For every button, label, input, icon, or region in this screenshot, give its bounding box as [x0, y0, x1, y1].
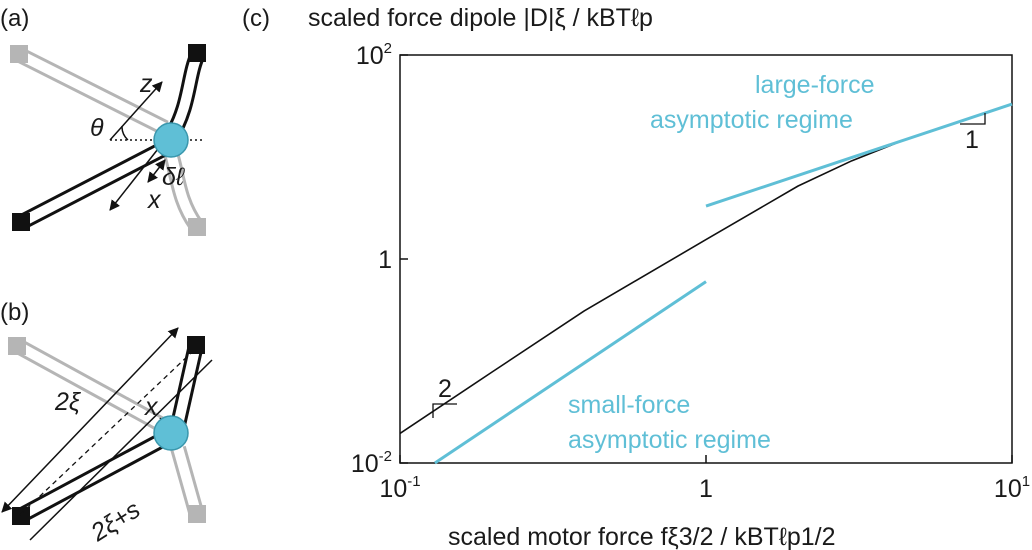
panel-b-label: (b): [0, 299, 29, 326]
x-tick-label-2: 101: [994, 473, 1030, 503]
slope-label-small: 2: [438, 375, 452, 403]
z-axis-arrow-a: [109, 81, 163, 141]
two-xi-plus-s-label: 2ξ+s: [85, 496, 145, 548]
series-exact-curve: [399, 103, 1013, 435]
theta-arc: [121, 125, 129, 141]
chart-title: scaled force dipole |D|ξ / kBTℓp: [308, 4, 653, 32]
x-label-a: x: [147, 186, 162, 214]
two-xi-arrow: [1, 327, 179, 513]
filament-a2: [165, 44, 206, 140]
x-tick-label-0: 10-1: [379, 473, 420, 503]
x-label-b: x: [144, 393, 159, 421]
slope-triangle-small: [432, 403, 457, 418]
motor-a: [153, 122, 189, 158]
motor-b: [153, 415, 189, 451]
two-xi-s-line: [29, 359, 213, 541]
ghost-filament-b2: [170, 445, 206, 523]
annotation-layer: large-force asymptotic regime small-forc…: [432, 71, 986, 454]
diagram-a: z x θ δℓ: [10, 44, 206, 236]
ticks-layer: 10-1 1 101 10-2 1 102: [351, 40, 1030, 503]
annot-small-force-1: small-force: [568, 391, 690, 419]
ghost-filament-a1: [10, 45, 169, 136]
theta-label: θ: [90, 114, 104, 142]
filament-a1: [12, 140, 169, 231]
two-xi-label: 2ξ: [54, 388, 82, 416]
series-small-force-asymptote: [434, 280, 707, 465]
x-tick-label-1: 1: [699, 475, 713, 503]
annot-large-force-1: large-force: [755, 71, 875, 99]
panel-c-label: (c): [242, 5, 270, 32]
delta-ell-arrow: [147, 159, 166, 183]
ghost-filament-b1: [8, 337, 166, 433]
annot-small-force-2: asymptotic regime: [568, 426, 771, 454]
z-label-a: z: [139, 70, 153, 98]
panel-a-label: (a): [0, 5, 29, 32]
delta-ell-label: δℓ: [162, 163, 185, 191]
diagram-b: 2ξ x 2ξ+s: [1, 327, 213, 548]
annot-large-force-2: asymptotic regime: [650, 106, 853, 134]
y-tick-label-2: 102: [356, 40, 392, 70]
series-large-force-asymptote: [705, 102, 1013, 208]
y-tick-label-1: 1: [378, 246, 392, 274]
series-layer: [399, 102, 1013, 465]
slope-triangle-large: [960, 113, 986, 125]
slope-label-large: 1: [965, 126, 979, 154]
y-tick-label-0: 10-2: [351, 448, 392, 478]
x-axis-label: scaled motor force fξ3/2 / kBTℓp1/2: [448, 523, 836, 550]
x-axis-arrow-a: [109, 139, 166, 211]
